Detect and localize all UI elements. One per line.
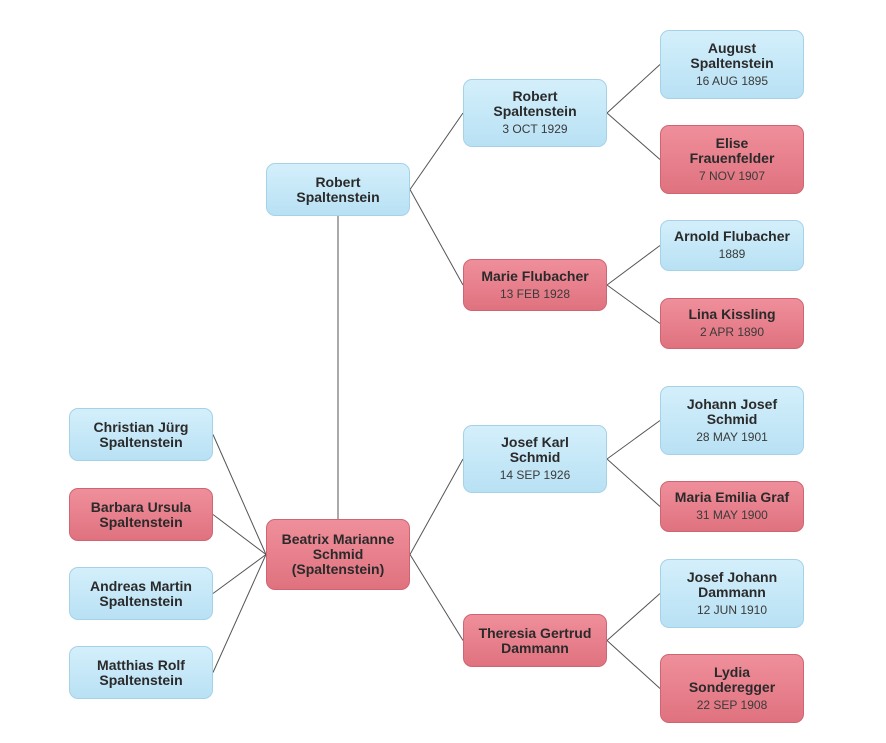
person-name: Matthias Rolf Spaltenstein (97, 656, 185, 688)
person-node-robert-spaltenstein-1929[interactable]: Robert Spaltenstein 3 OCT 1929 (463, 79, 607, 147)
person-name: August Spaltenstein (690, 39, 774, 71)
person-date: 22 SEP 1908 (696, 697, 768, 712)
person-name: Theresia Gertrud Dammann (478, 624, 592, 656)
person-name: Josef Johann Dammann (686, 568, 778, 600)
person-date: 31 MAY 1900 (696, 508, 768, 522)
person-node-andreas-spaltenstein[interactable]: Andreas Martin Spaltenstein (69, 567, 213, 620)
child-link-line (212, 514, 267, 555)
person-node-lina-kissling[interactable]: Lina Kissling 2 APR 1890 (660, 298, 804, 349)
person-date: 7 NOV 1907 (698, 168, 766, 183)
person-name: Marie Flubacher (481, 267, 589, 284)
parent-link-line (606, 593, 661, 641)
parent-link-line (606, 112, 661, 160)
person-date: 28 MAY 1901 (696, 429, 768, 444)
person-date: 14 SEP 1926 (499, 468, 571, 482)
person-node-josef-johann-dammann[interactable]: Josef Johann Dammann 12 JUN 1910 (660, 559, 804, 628)
child-link-line (212, 554, 267, 673)
person-name: Christian Jürg Spaltenstein (93, 418, 189, 450)
parent-link-line (606, 458, 661, 507)
person-name: Arnold Flubacher (674, 228, 790, 244)
parent-link-line (606, 420, 661, 460)
person-node-robert-spaltenstein-father[interactable]: Robert Spaltenstein (266, 163, 410, 216)
parent-link-line (409, 554, 464, 641)
person-date: 16 AUG 1895 (695, 73, 769, 88)
person-date: 13 FEB 1928 (499, 286, 571, 301)
child-link-line (212, 554, 267, 594)
person-name: Andreas Martin Spaltenstein (90, 577, 192, 609)
person-node-barbara-spaltenstein[interactable]: Barbara Ursula Spaltenstein (69, 488, 213, 541)
person-node-josef-karl-schmid[interactable]: Josef Karl Schmid 14 SEP 1926 (463, 425, 607, 493)
person-date: 1889 (718, 247, 746, 261)
person-node-elise-frauenfelder[interactable]: Elise Frauenfelder 7 NOV 1907 (660, 125, 804, 194)
person-node-matthias-spaltenstein[interactable]: Matthias Rolf Spaltenstein (69, 646, 213, 699)
person-name: Robert Spaltenstein (493, 88, 577, 119)
person-date: 12 JUN 1910 (696, 602, 768, 617)
person-name: Lydia Sonderegger (688, 663, 776, 695)
person-name: Barbara Ursula Spaltenstein (90, 498, 192, 530)
person-node-august-spaltenstein[interactable]: August Spaltenstein 16 AUG 1895 (660, 30, 804, 99)
parent-link-line (606, 640, 661, 689)
parent-link-line (606, 284, 661, 324)
person-node-marie-flubacher[interactable]: Marie Flubacher 13 FEB 1928 (463, 259, 607, 311)
parent-link-line (409, 112, 464, 190)
person-name: Elise Frauenfelder (689, 134, 775, 166)
person-name: Maria Emilia Graf (674, 489, 790, 505)
person-name: Beatrix Marianne Schmid (Spaltenstein) (281, 531, 395, 577)
person-name: Josef Karl Schmid (501, 434, 569, 465)
person-node-lydia-sonderegger[interactable]: Lydia Sonderegger 22 SEP 1908 (660, 654, 804, 723)
parent-link-line (606, 64, 661, 114)
parent-link-line (606, 245, 661, 286)
child-link-line (212, 434, 267, 555)
person-node-beatrix-schmid[interactable]: Beatrix Marianne Schmid (Spaltenstein) (266, 519, 410, 590)
person-name: Lina Kissling (688, 306, 776, 322)
parent-link-line (409, 458, 464, 555)
person-node-johann-josef-schmid[interactable]: Johann Josef Schmid 28 MAY 1901 (660, 386, 804, 455)
parent-link-line (409, 189, 464, 286)
person-node-arnold-flubacher[interactable]: Arnold Flubacher 1889 (660, 220, 804, 271)
person-node-christian-spaltenstein[interactable]: Christian Jürg Spaltenstein (69, 408, 213, 461)
person-node-maria-emilia-graf[interactable]: Maria Emilia Graf 31 MAY 1900 (660, 481, 804, 532)
person-name: Robert Spaltenstein (296, 173, 380, 205)
person-date: 2 APR 1890 (699, 325, 765, 339)
person-date: 3 OCT 1929 (502, 122, 568, 136)
person-name: Johann Josef Schmid (686, 395, 778, 427)
person-node-theresia-dammann[interactable]: Theresia Gertrud Dammann (463, 614, 607, 667)
